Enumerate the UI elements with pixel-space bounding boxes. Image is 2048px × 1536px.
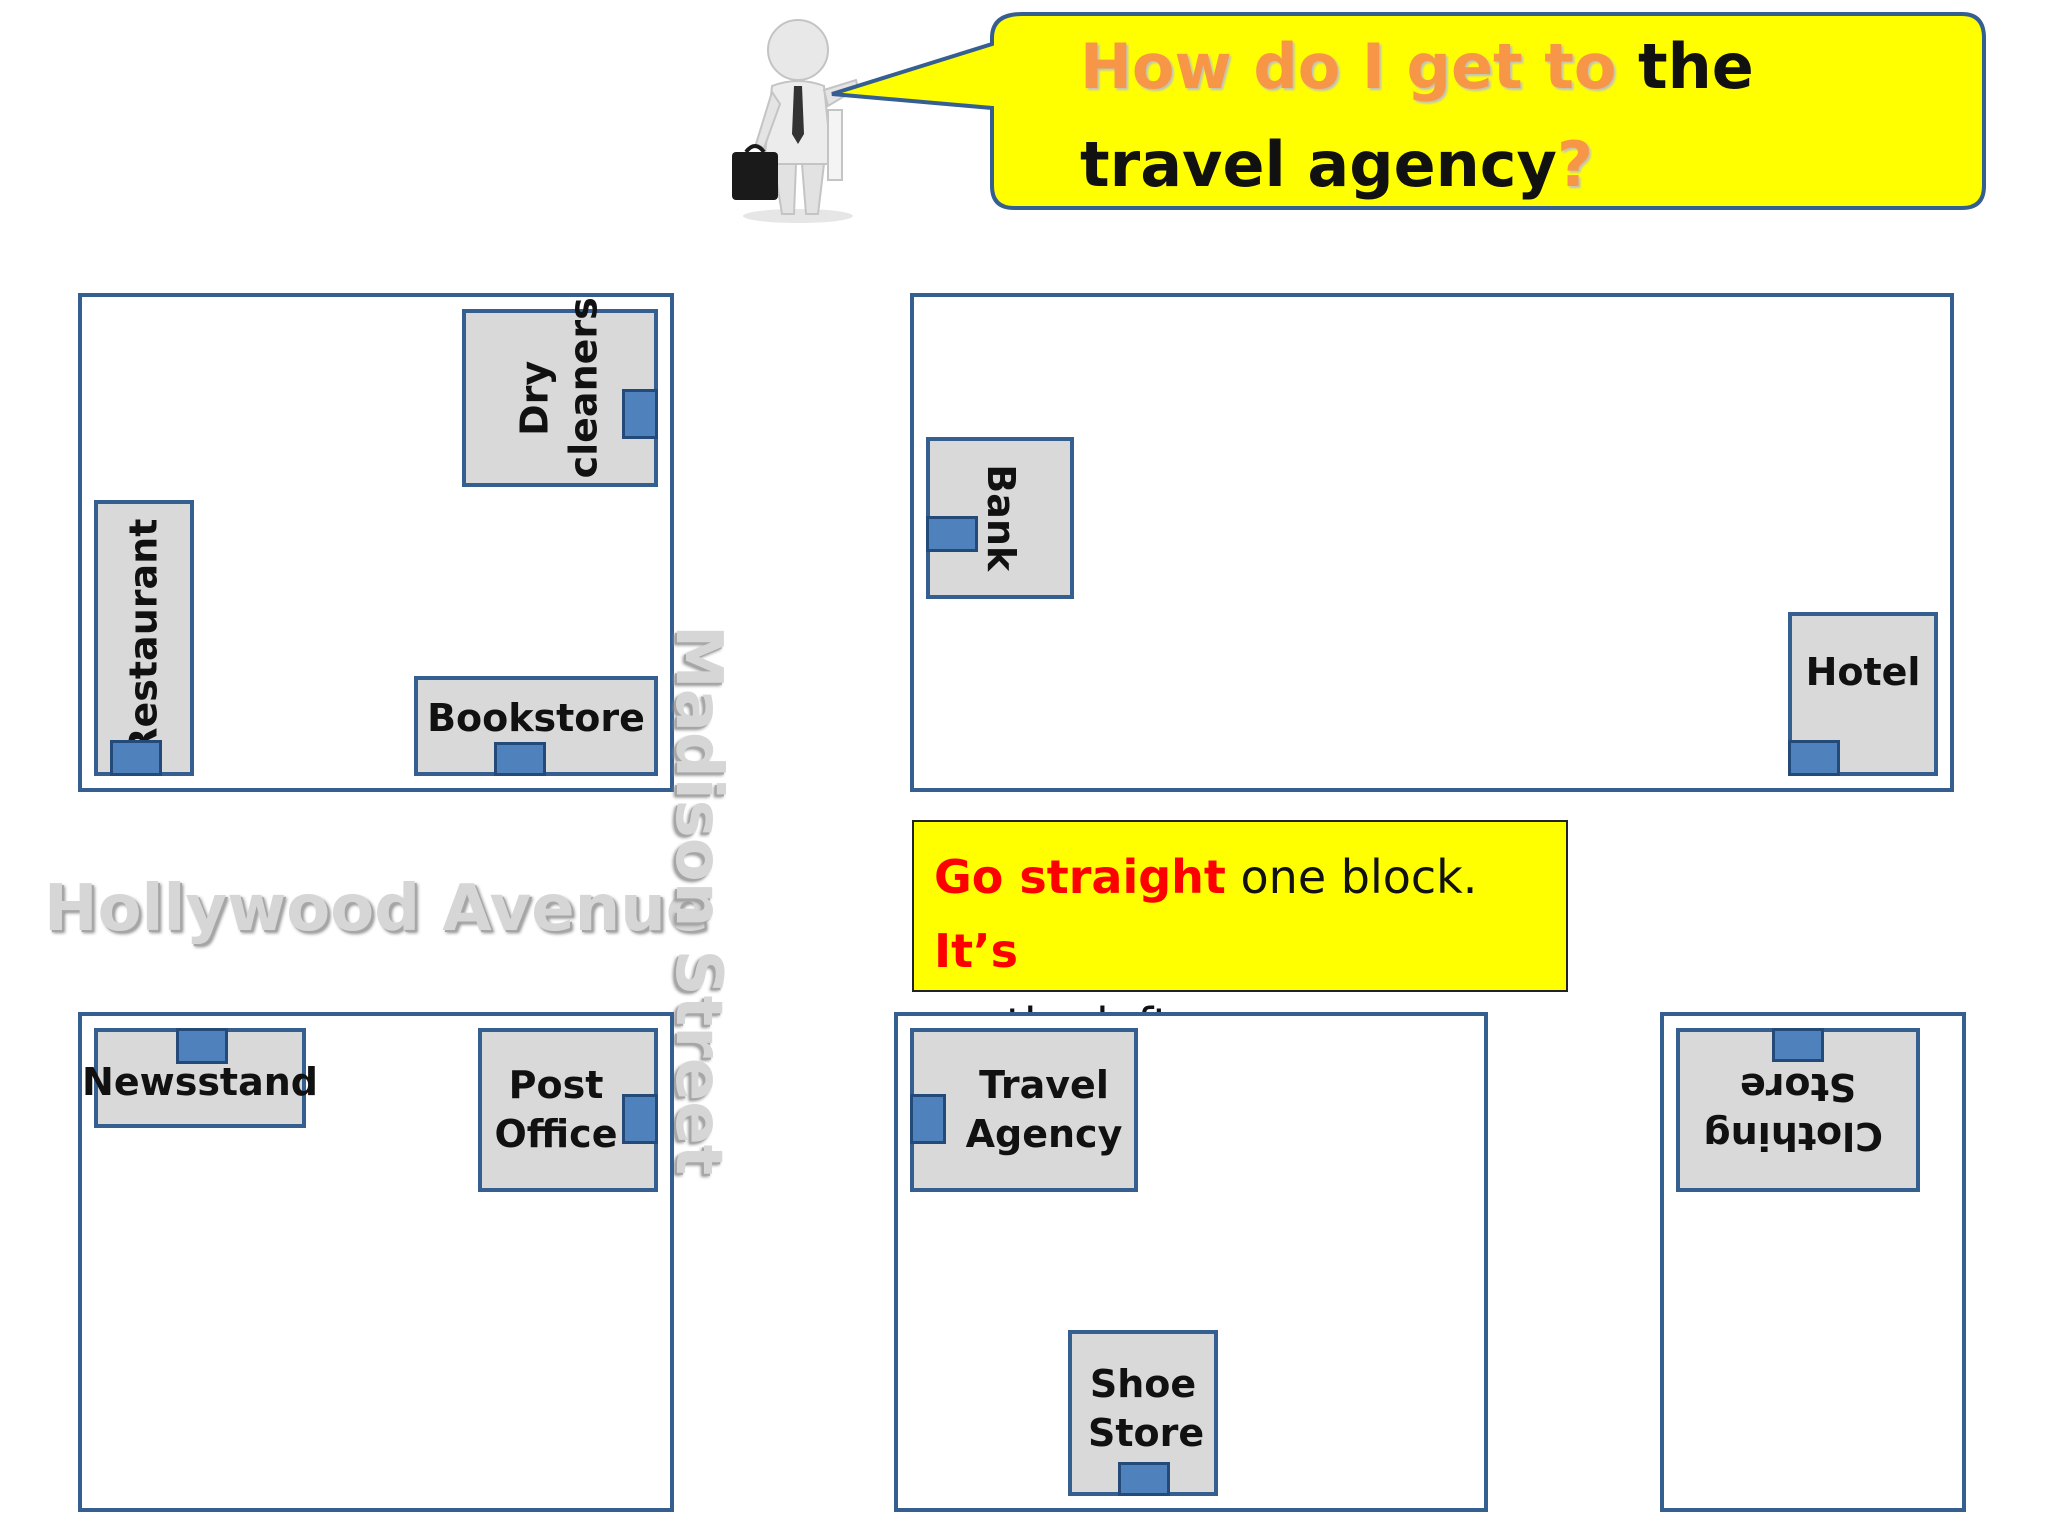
- bank-label: Bank: [978, 464, 1023, 572]
- dry-cleaners-label: Dry cleaners: [512, 296, 606, 478]
- direction-its: It’s: [934, 924, 1018, 978]
- avenue-label: Hollywood Avenue: [44, 872, 710, 946]
- shoe-store-label: Shoe Store: [1088, 1362, 1205, 1456]
- direction-go-straight: Go straight: [934, 850, 1226, 904]
- door-icon: [926, 516, 978, 552]
- door-icon: [494, 742, 546, 776]
- city-block-top-right: [910, 293, 1954, 792]
- question-orange: How do I get to: [1080, 30, 1639, 103]
- door-icon: [622, 1094, 658, 1144]
- question-mark: ?: [1556, 128, 1593, 201]
- bookstore-label: Bookstore: [427, 696, 645, 740]
- hotel-label: Hotel: [1805, 650, 1921, 694]
- question-destination: the travel agency: [1080, 30, 1754, 201]
- direction-one-block: one block.: [1225, 850, 1478, 904]
- speech-bubble: [831, 12, 1986, 210]
- directions-box: Go straight one block. It’son the left.: [912, 820, 1568, 1052]
- door-icon: [1772, 1028, 1824, 1062]
- building-travel-agency[interactable]: Travel Agency: [910, 1028, 1138, 1192]
- travel-agency-label: Travel Agency: [965, 1062, 1123, 1156]
- building-restaurant[interactable]: Restaurant: [94, 500, 194, 776]
- building-post-office[interactable]: Post Office: [478, 1028, 658, 1192]
- newsstand-label: Newsstand: [82, 1060, 318, 1104]
- door-icon: [1118, 1462, 1170, 1496]
- door-icon: [622, 389, 658, 439]
- door-icon: [910, 1094, 946, 1144]
- post-office-label: Post Office: [494, 1062, 618, 1156]
- door-icon: [110, 740, 162, 776]
- door-icon: [1788, 740, 1840, 776]
- door-icon: [176, 1028, 228, 1064]
- restaurant-label: Restaurant: [121, 518, 166, 758]
- clothing-store-label: Clothing Store: [1703, 1064, 1883, 1158]
- question-text: How do I get to the travel agency?: [1080, 18, 1980, 214]
